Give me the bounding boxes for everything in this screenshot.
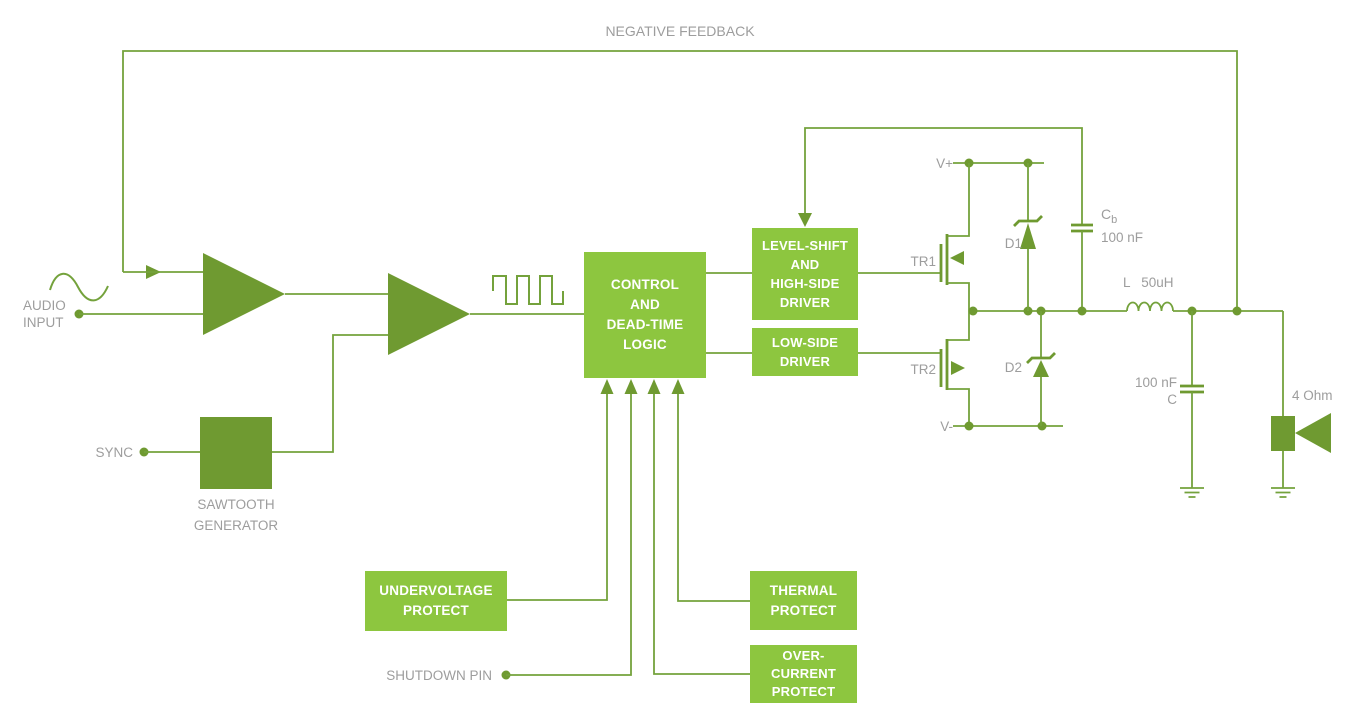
output-rail <box>968 301 1283 316</box>
ground-icon <box>1180 487 1204 498</box>
filter-capacitor <box>1180 311 1204 498</box>
tr2-mosfet <box>858 311 970 426</box>
sawtooth-generator-box <box>200 334 388 489</box>
tr2-label: TR2 <box>910 362 936 377</box>
up-arrow-icon <box>600 379 614 394</box>
thermal-protect-block: THERMAL PROTECT <box>750 571 857 630</box>
bootstrap-wire <box>798 127 1083 227</box>
tr2-arrow-icon <box>951 361 965 375</box>
speaker-cone-icon <box>1295 413 1331 453</box>
level-shift-high-side-driver-block: LEVEL-SHIFT AND HIGH-SIDE DRIVER <box>752 228 858 320</box>
opamp-1 <box>203 253 388 335</box>
overcurrent-protect-block: OVER- CURRENT PROTECT <box>750 645 857 703</box>
c-name-label: C <box>1167 392 1177 407</box>
bootstrap-arrow-icon <box>798 213 812 227</box>
sync-label: SYNC <box>95 445 133 460</box>
cb-label: Cb <box>1101 206 1118 226</box>
sawtooth-generator-label: SAWTOOTH GENERATOR <box>193 497 279 533</box>
negative-feedback-label: NEGATIVE FEEDBACK <box>605 23 755 39</box>
up-arrow-icon <box>624 379 638 394</box>
d2-zener-diode <box>1026 311 1056 426</box>
vplus-rail <box>953 158 1044 168</box>
speaker <box>1271 311 1331 498</box>
audio-input-label: AUDIO INPUT <box>23 298 66 330</box>
sync-terminal <box>139 447 200 457</box>
c-value-label: 100 nF <box>1134 375 1177 390</box>
audio-input-terminal <box>49 272 203 319</box>
d1-label: D1 <box>1004 236 1022 251</box>
negative-feedback-wire <box>122 50 1238 311</box>
shutdown-wire <box>501 379 638 680</box>
ground-icon <box>1271 487 1295 498</box>
control-dead-time-logic-block: CONTROL AND DEAD-TIME LOGIC <box>584 252 706 378</box>
sine-wave-icon <box>49 272 109 302</box>
speaker-impedance-label: 4 Ohm <box>1292 388 1333 403</box>
control-output-wires <box>706 272 752 354</box>
square-wave-icon <box>492 275 564 305</box>
inductor-label: L 50uH <box>1123 275 1174 290</box>
vminus-rail <box>953 421 1063 431</box>
cb-value-label: 100 nF <box>1101 230 1144 245</box>
overcurrent-wire <box>647 379 750 675</box>
vminus-label: V- <box>940 419 953 434</box>
d2-label: D2 <box>1004 360 1022 375</box>
tr1-label: TR1 <box>910 254 936 269</box>
inductor-icon <box>1126 301 1174 312</box>
undervoltage-wire <box>507 379 614 601</box>
low-side-driver-block: LOW-SIDE DRIVER <box>752 328 858 376</box>
d1-zener-diode <box>1013 163 1043 311</box>
thermal-wire <box>671 379 750 602</box>
undervoltage-protect-block: UNDERVOLTAGE PROTECT <box>365 571 507 631</box>
tr1-arrow-icon <box>950 251 964 265</box>
opamp-2-comparator <box>388 273 584 355</box>
bootstrap-capacitor <box>1071 223 1093 311</box>
vplus-label: V+ <box>936 156 953 171</box>
shutdown-pin-label: SHUTDOWN PIN <box>386 668 492 683</box>
up-arrow-icon <box>671 379 685 394</box>
up-arrow-icon <box>647 379 661 394</box>
tr1-mosfet <box>858 163 970 311</box>
